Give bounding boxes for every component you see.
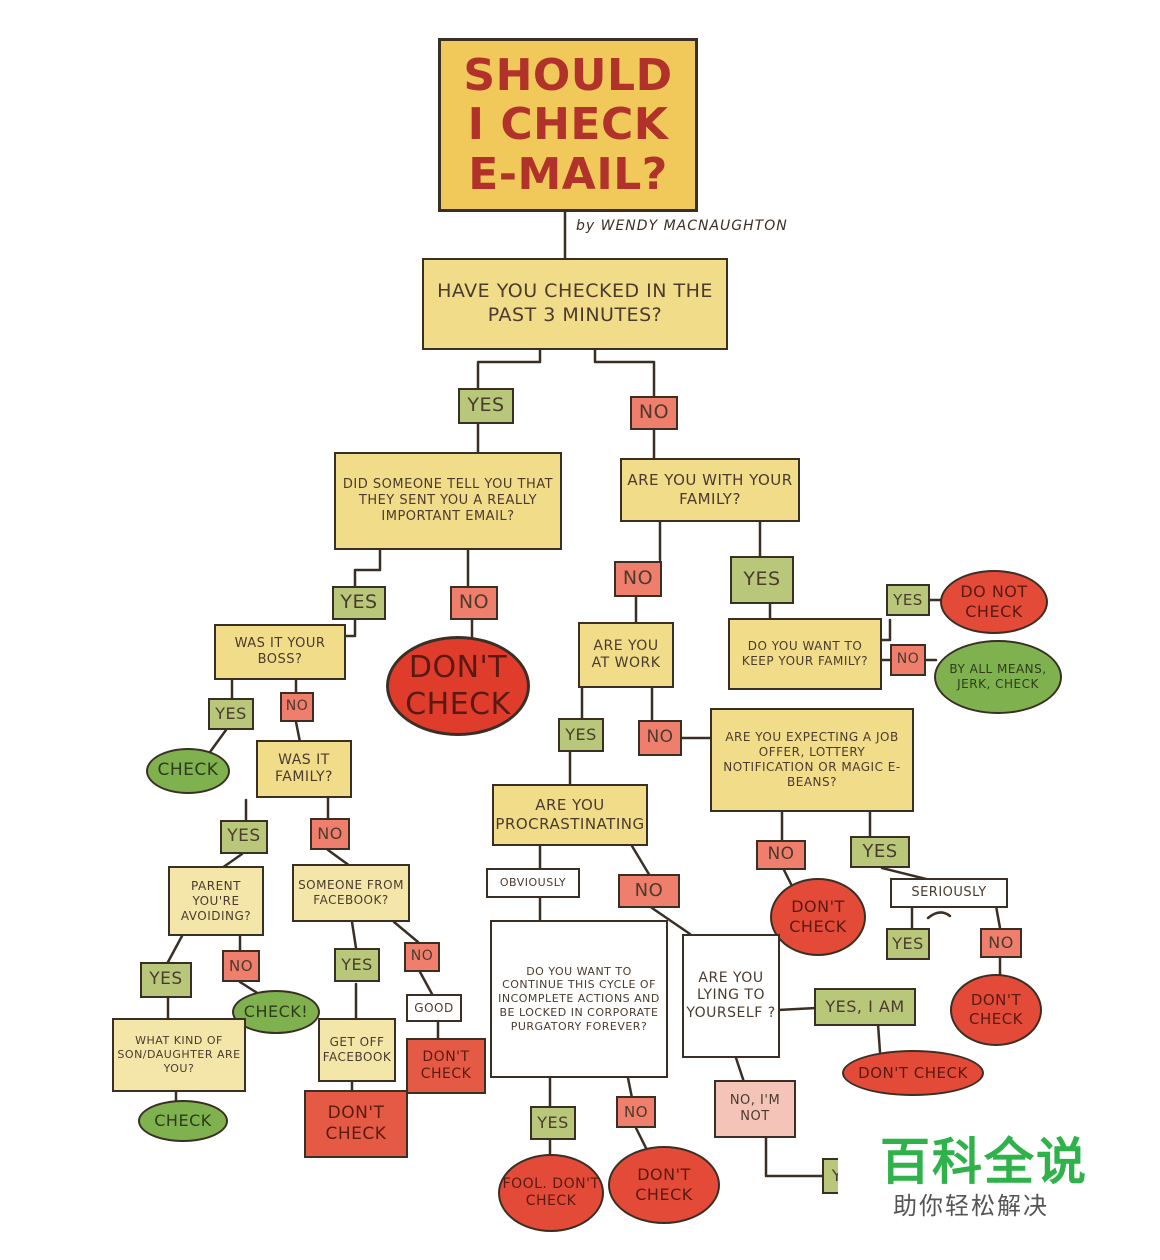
check-terminal-3: CHECK [138, 1100, 228, 1142]
by-all-means-check-terminal: BY ALL MEANS, JERK, CHECK [934, 640, 1062, 714]
check-terminal-1: CHECK [146, 748, 230, 794]
answer-no-2: NO [614, 561, 662, 597]
answer-yes-8: YES [850, 836, 910, 868]
do-not-check-terminal: DO NOT CHECK [940, 570, 1048, 634]
dont-check-terminal-3: DON'T CHECK [950, 974, 1042, 1046]
question-was-it-family: WAS IT FAMILY? [256, 740, 352, 798]
answer-no-12: NO [404, 942, 440, 972]
question-someone-from-facebook: SOMEONE FROM FACEBOOK? [292, 864, 410, 922]
question-are-you-at-work: ARE YOU AT WORK [578, 622, 674, 688]
answer-yes-6: YES [220, 820, 268, 854]
answer-no-8: NO [756, 840, 806, 870]
answer-yes-9: YES [886, 928, 930, 960]
question-was-it-your-boss: WAS IT YOUR BOSS? [214, 624, 346, 680]
dont-check-terminal-5: DON'T CHECK [406, 1038, 486, 1094]
answer-no-7: NO [638, 720, 682, 756]
answer-obviously: OBVIOUSLY [486, 868, 580, 898]
question-seriously: SERIOUSLY [890, 878, 1008, 908]
byline: by WENDY MACNAUGHTON [576, 218, 788, 234]
answer-yes-11: YES [334, 948, 380, 982]
watermark-logo-text: 百科全说 [880, 1133, 1088, 1191]
answer-yes-12: YES [530, 1106, 576, 1140]
question-job-offer: ARE YOU EXPECTING A JOB OFFER, LOTTERY N… [710, 708, 914, 812]
question-son-daughter: WHAT KIND of SON/DAUGHTER ARE YOU? [112, 1018, 246, 1092]
get-off-facebook: GET OFF FACEBOOK [318, 1018, 396, 1082]
answer-no-3: NO [450, 586, 498, 620]
answer-no-6: NO [310, 818, 350, 850]
question-parent-avoiding: PARENT YOU'RE AVOIDING? [168, 866, 264, 936]
question-someone-told-you: DID SOMEONE TELL YOU THAT THEY SENT YOU … [334, 452, 562, 550]
fool-dont-check-terminal: FOOL. DON'T CHECK [498, 1154, 604, 1232]
answer-yes-i-am: YES, I AM [814, 988, 916, 1026]
answer-no-9: NO [618, 874, 680, 908]
question-past-3-minutes: HAVE YOU CHECKED in THE PAST 3 MINUTES? [422, 258, 728, 350]
answer-yes-7: YES [558, 718, 604, 752]
dont-check-terminal-4: DON'T CHECK [842, 1050, 984, 1096]
watermark-slogan: 助你轻松解决 [893, 1192, 1049, 1220]
answer-no-13: NO [616, 1096, 656, 1128]
question-procrastinating: ARE YOU PROCRASTINATING [492, 784, 648, 846]
answer-yes-2: YES [730, 556, 794, 604]
question-keep-family: DO YOU WANT TO KEEP YOUR FAMILY? [728, 618, 882, 690]
answer-no-10: NO [980, 928, 1022, 958]
answer-yes-10: YES [140, 962, 192, 998]
dont-check-terminal-7: DON'T CHECK [608, 1146, 720, 1224]
chart-title: SHOULD I CHECK E-MAIL? [438, 38, 698, 212]
answer-yes-4: YES [886, 584, 930, 616]
dont-check-terminal-2: DON'T CHECK [770, 878, 866, 956]
answer-no-11: NO [222, 950, 260, 982]
answer-no-4: NO [890, 644, 926, 676]
dont-check-terminal-6: DON'T CHECK [304, 1090, 408, 1158]
answer-yes-3: YES [332, 586, 386, 620]
watermark-background [838, 1096, 1160, 1260]
answer-no-im-not: NO, I'M NOT [714, 1080, 796, 1138]
answer-good: GOOD [406, 994, 462, 1022]
question-with-family: ARE YOU WITH YOUR FAMILY? [620, 458, 800, 522]
answer-no-1: NO [630, 396, 678, 430]
answer-yes-5: YES [208, 698, 254, 730]
dont-check-big: DON'T CHECK [386, 636, 530, 736]
check-terminal-2: CHECK! [232, 990, 320, 1034]
answer-no-5: NO [280, 692, 314, 722]
question-lying-to-yourself: ARE YOU LYING to YOURSELF ? [682, 934, 780, 1058]
question-continue-cycle: DO YOU WANT TO CONTINUE THIS CYCLE of IN… [490, 920, 668, 1078]
answer-yes-1: YES [458, 388, 514, 424]
